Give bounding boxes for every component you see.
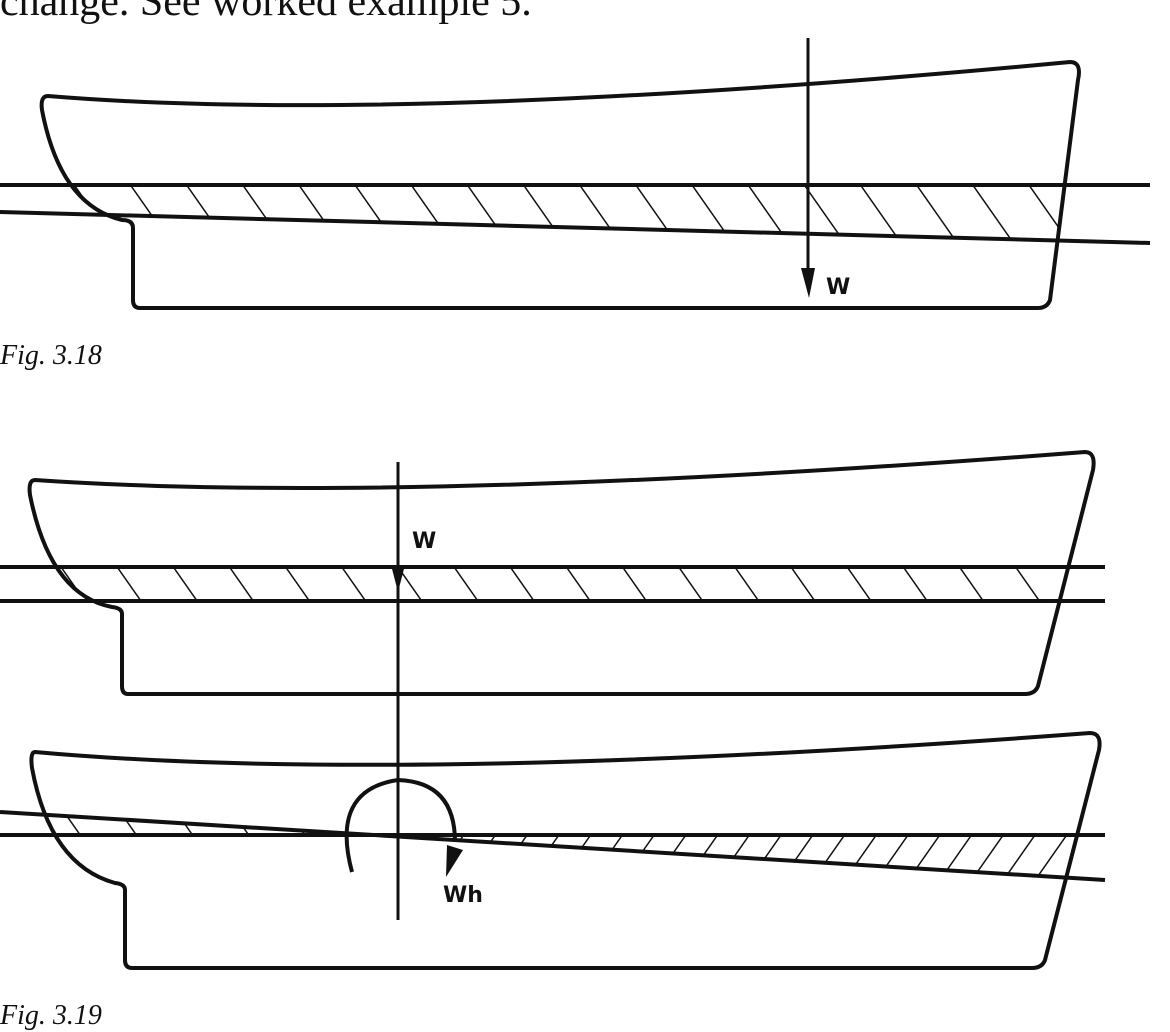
weight-label: W xyxy=(412,529,436,554)
figure-3-18: W xyxy=(0,38,1151,310)
hull-outline xyxy=(39,59,1081,310)
figure-3-19-upper: W xyxy=(0,449,1105,696)
hatched-wedge xyxy=(41,185,1080,244)
weight-label: W xyxy=(826,275,850,300)
hull-outline xyxy=(29,730,1102,970)
moment-label: Wh xyxy=(443,883,483,908)
intro-text: change. See worked example 5. xyxy=(0,0,532,25)
figure-3-19-lower: Wh xyxy=(0,730,1106,970)
trimmed-waterline xyxy=(0,810,1106,882)
moment-arrowhead-icon xyxy=(446,845,463,877)
hatched-layer xyxy=(29,567,1094,601)
moment-arc xyxy=(344,777,457,873)
figure-caption-3-19: Fig. 3.19 xyxy=(0,1000,102,1031)
arrowhead-icon xyxy=(801,268,815,298)
hull-outline xyxy=(27,449,1096,696)
new-waterline xyxy=(0,210,1151,245)
figure-caption-3-18: Fig. 3.18 xyxy=(0,340,102,371)
